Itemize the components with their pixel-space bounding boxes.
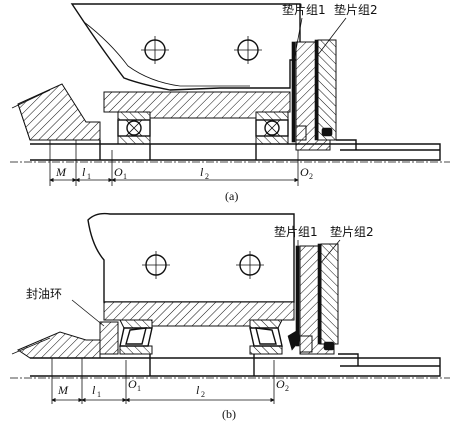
housing-b: [87, 212, 295, 303]
panel-b: M l 1 O 1 l 2 O 2 垫片组1 垫片组2 封油环 (b): [10, 212, 450, 421]
dim-M-a: M: [55, 165, 67, 179]
label-oil-seal-ring: 封油环: [26, 287, 62, 301]
shaft-a: [30, 143, 441, 161]
hole-a-right: [234, 36, 262, 64]
svg-text:2: 2: [201, 390, 205, 399]
seal-b: [323, 341, 335, 351]
tapered-bearing-left-b: [119, 319, 153, 355]
tapered-bearing-right-b: [249, 319, 283, 355]
bevel-pinion-b: [16, 331, 101, 359]
svg-text:1: 1: [97, 390, 101, 399]
bearing-right-a: [255, 111, 289, 145]
dim-O1-b: O: [128, 377, 137, 391]
label-shim-group-1-b: 垫片组1: [274, 224, 318, 239]
seal-a: [321, 127, 333, 137]
label-shim-group-2-a: 垫片组2: [334, 2, 378, 17]
svg-text:1: 1: [123, 172, 127, 181]
dim-l-b: l: [92, 383, 96, 397]
dim-l2-a: l: [200, 165, 204, 179]
nut-b: [287, 329, 301, 351]
bevel-pinion-a: [17, 83, 101, 141]
bearing-left-a: [117, 111, 151, 145]
caption-b: (b): [222, 407, 236, 421]
label-shim-group-1-a: 垫片组1: [282, 2, 326, 17]
caption-a: (a): [225, 189, 238, 203]
label-shim-group-2-b: 垫片组2: [330, 224, 374, 239]
shim-group-1-b: [295, 245, 300, 347]
dim-l2-b: l: [196, 383, 200, 397]
svg-text:2: 2: [205, 172, 209, 181]
dim-O2-b: O: [276, 377, 285, 391]
hole-b-left: [142, 251, 170, 279]
hole-a-left: [141, 36, 169, 64]
dim-O2-a: O: [300, 165, 309, 179]
dim-l-a: l: [82, 165, 86, 179]
shaft-b: [30, 357, 441, 377]
shim-group-1-a: [291, 41, 296, 143]
svg-text:2: 2: [285, 384, 289, 393]
hole-b-right: [236, 251, 264, 279]
dim-sub-1-a: 1: [87, 172, 91, 181]
housing-a: [70, 3, 301, 91]
panel-a: M l 1 O 1 l 2 O 2 垫片组1 垫片组2 (a): [10, 2, 450, 203]
svg-text:1: 1: [137, 384, 141, 393]
dim-O1-a: O: [114, 165, 123, 179]
oil-seal-ring: [99, 321, 119, 355]
svg-text:2: 2: [309, 172, 313, 181]
dim-M-b: M: [57, 383, 69, 397]
